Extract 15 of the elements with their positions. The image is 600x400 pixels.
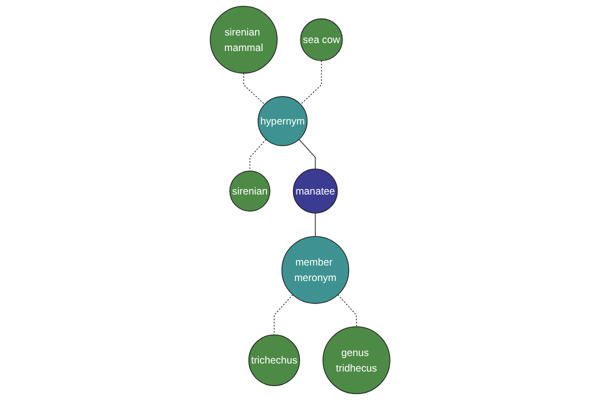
node-circle: hypernym xyxy=(258,96,308,146)
connector xyxy=(298,138,316,170)
node-circle: manatee xyxy=(292,168,338,214)
connector xyxy=(300,60,322,105)
node-circle: sea cow xyxy=(300,18,343,61)
node-circle: genus tridhecus xyxy=(322,326,390,394)
connector xyxy=(243,72,265,105)
connector xyxy=(249,138,266,172)
node-circle: sirenian mammal xyxy=(210,6,278,74)
connector xyxy=(274,294,294,336)
node-circle: trichechus xyxy=(248,334,300,386)
node-circle: member meronym xyxy=(281,236,350,304)
node-circle: sirenian xyxy=(229,170,270,212)
connector xyxy=(337,294,357,328)
connector xyxy=(314,212,316,237)
